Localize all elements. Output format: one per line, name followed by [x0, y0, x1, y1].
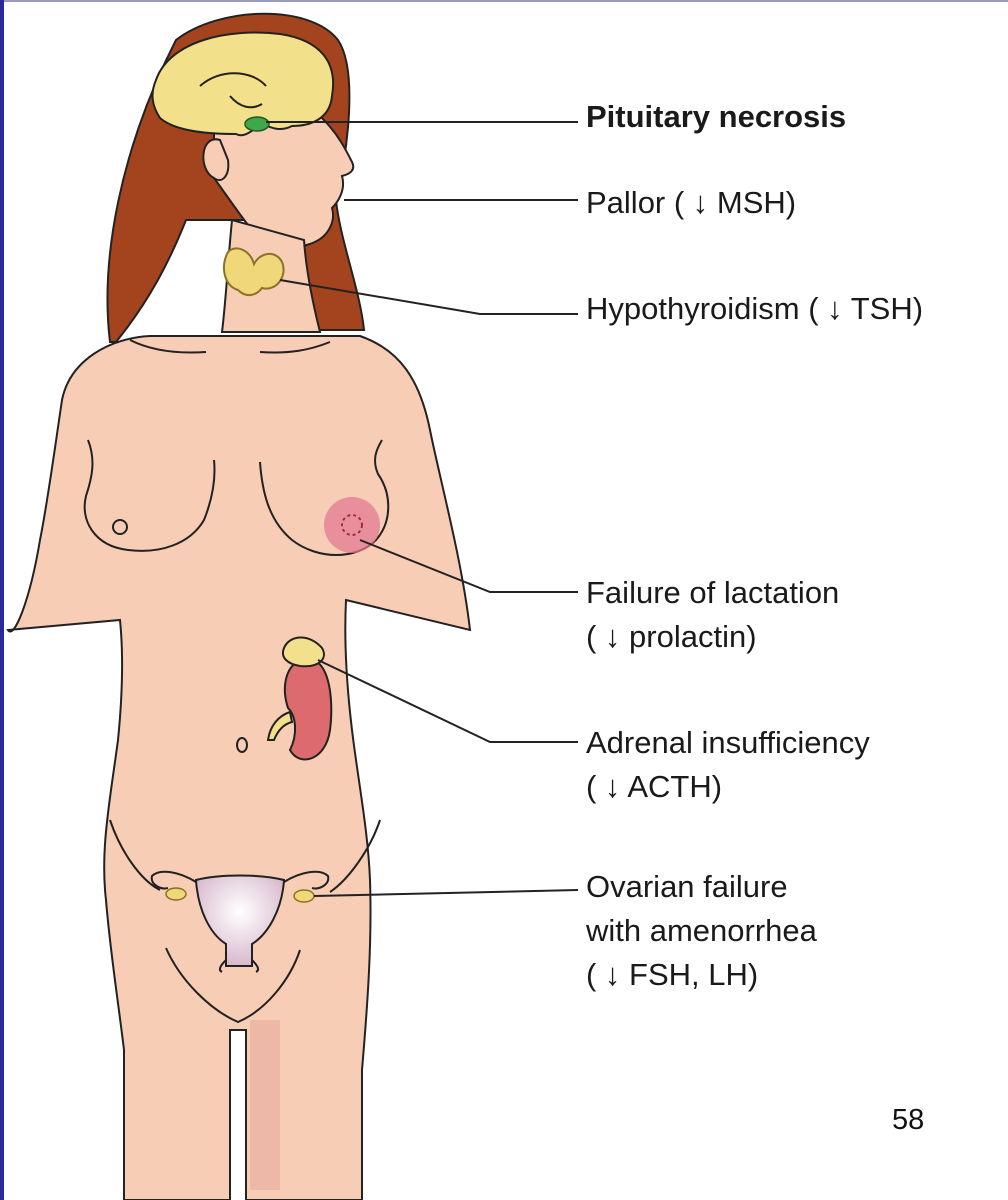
- label-fsh-lh: ( ↓ FSH, LH): [586, 957, 759, 992]
- label-pallor: Pallor ( ↓ MSH): [586, 185, 797, 220]
- top-border: [0, 0, 1008, 2]
- kidney: [283, 657, 333, 761]
- leader-thyroid: [279, 279, 578, 315]
- label-acth: ( ↓ ACTH): [586, 769, 723, 804]
- shoulder-lines: [129, 339, 331, 354]
- page-number: 58: [892, 1104, 925, 1136]
- leader-lactation: [359, 539, 578, 593]
- navel: [236, 737, 248, 753]
- slide-left-border: [0, 0, 4, 1200]
- breast-lesion-core: [341, 514, 363, 536]
- leader-ovarian: [313, 889, 579, 897]
- label-prolactin: ( ↓ prolactin): [586, 619, 757, 654]
- label-failure-of-lactation: Failure of lactation: [586, 575, 840, 610]
- nipple: [112, 519, 128, 535]
- leg-line: [165, 947, 301, 1024]
- brain: [151, 31, 335, 137]
- vagina-outline: [218, 959, 260, 973]
- ovary-left: [165, 887, 187, 901]
- label-pituitary-necrosis: Pituitary necrosis: [586, 99, 847, 134]
- label-ovarian-failure: Ovarian failure: [586, 869, 788, 904]
- ureter: [266, 710, 294, 741]
- thyroid-gland: [222, 247, 285, 296]
- ovary-right: [293, 889, 315, 903]
- inner-thigh-shade: [250, 1020, 280, 1190]
- leader-adrenal: [317, 659, 578, 743]
- pituitary-gland: [244, 116, 270, 132]
- label-hypothyroidism: Hypothyroidism ( ↓ TSH): [586, 291, 924, 326]
- hip-lines: [109, 819, 381, 893]
- torso: [6, 335, 472, 1200]
- breast-lesion: [324, 497, 380, 553]
- fallopian-tubes: [150, 870, 330, 890]
- label-amenorrhea: with amenorrhea: [586, 913, 817, 948]
- leader-lines: [266, 121, 579, 897]
- brain-fold: [199, 72, 267, 109]
- label-adrenal-insufficiency: Adrenal insufficiency: [586, 725, 870, 760]
- ear: [202, 138, 230, 181]
- uterus: [194, 874, 286, 967]
